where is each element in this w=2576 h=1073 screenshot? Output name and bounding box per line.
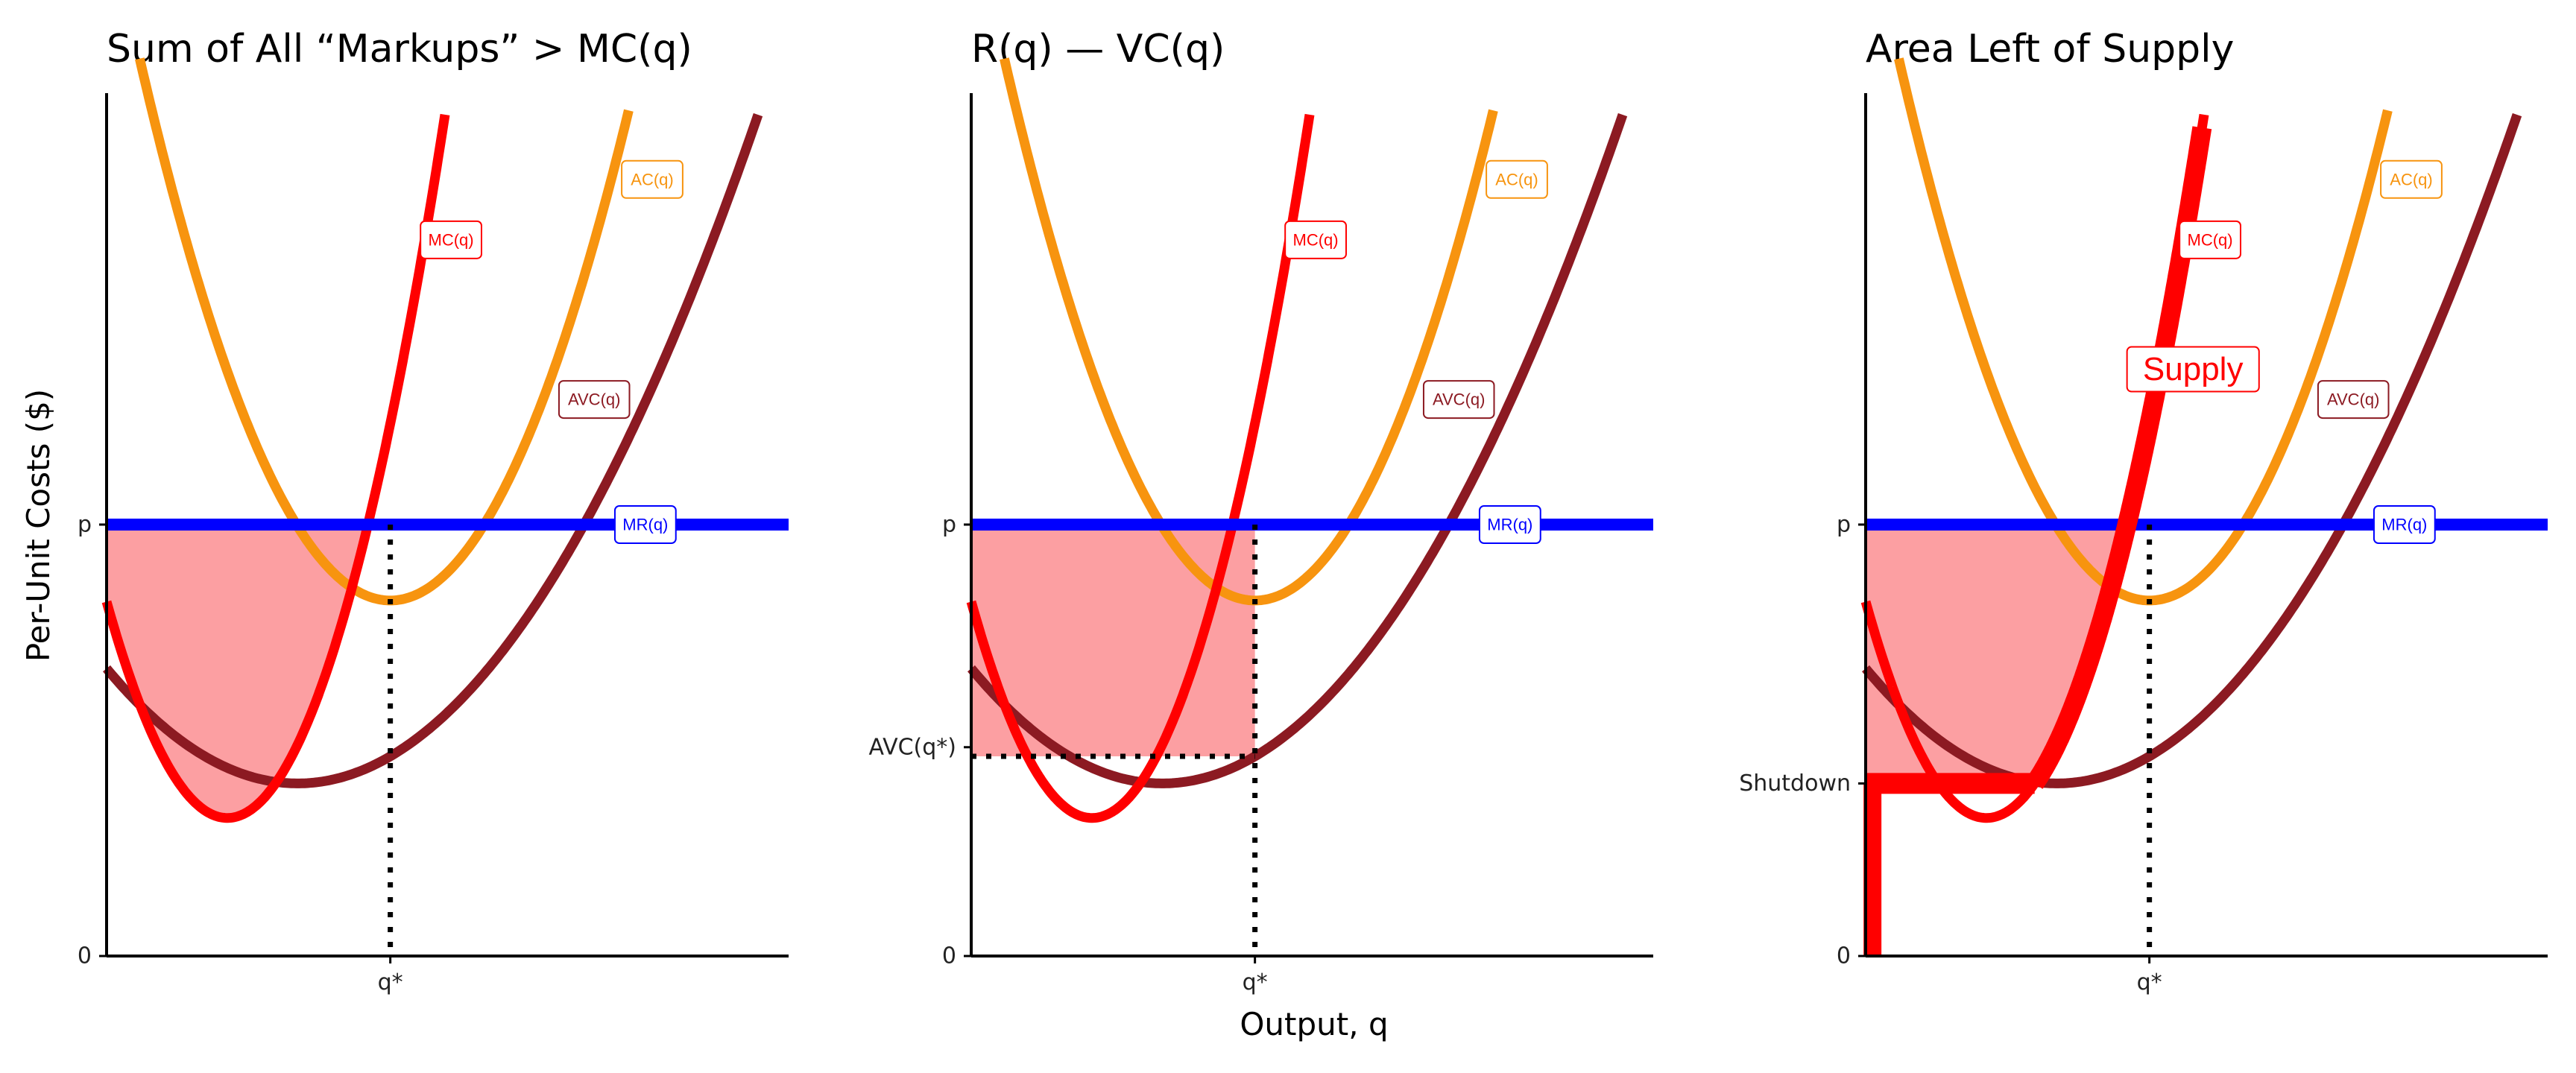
supply-label-box (2126, 346, 2260, 393)
avc-curve (967, 113, 1628, 788)
y-axis-label: Per-Unit Costs ($) (20, 389, 57, 662)
mc-label-text: MC(q) (1293, 230, 1339, 249)
y-tick-label: Shutdown (1739, 770, 1851, 797)
mc-label: MC(q) (1284, 220, 1347, 259)
mr-label-box (1478, 505, 1541, 544)
y-tick-label: 0 (1837, 943, 1851, 969)
mr-label-text: MR(q) (1487, 516, 1532, 534)
ac-label-text: AC(q) (2390, 170, 2432, 189)
ac-curve (1894, 57, 2393, 606)
mc-label-box (2179, 220, 2241, 259)
mc-label: MC(q) (2179, 220, 2241, 259)
supply-label: Supply (2126, 346, 2260, 393)
y-tick-label: 0 (78, 943, 92, 969)
avc-label-box (558, 380, 631, 420)
ac-curve (135, 57, 634, 606)
avc-label-text: AVC(q) (1433, 390, 1486, 409)
mc-label-box (1284, 220, 1347, 259)
x-tick-label: q* (378, 969, 403, 996)
ac-label-text: AC(q) (631, 170, 673, 189)
ac-label-box (621, 159, 684, 199)
mr-label: MR(q) (2373, 505, 2436, 544)
panel-title: Area Left of Supply (1866, 27, 2234, 72)
ac-label-box (1486, 159, 1548, 199)
avc-curve (1862, 113, 2522, 788)
mr-label-box (613, 505, 677, 544)
avc-label-text: AVC(q) (2327, 390, 2380, 409)
avc-curve (103, 113, 763, 788)
supply-curve (2027, 126, 2212, 789)
mc-label-box (420, 220, 482, 259)
y-tick-label: 0 (942, 943, 956, 969)
y-tick-label: AVC(q*) (868, 734, 956, 760)
mr-label: MR(q) (1478, 505, 1541, 544)
ac-label: AC(q) (2380, 159, 2443, 199)
mc-label: MC(q) (420, 220, 482, 259)
x-axis-label: Output, q (1240, 1006, 1388, 1042)
mr-label-text: MR(q) (2381, 516, 2427, 534)
avc-label-box (2317, 380, 2390, 420)
avc-label: AVC(q) (558, 380, 631, 420)
mc-label-text: MC(q) (2188, 230, 2233, 249)
panel-title: Sum of All “Markups” > MC(q) (107, 27, 692, 72)
ac-label-text: AC(q) (1495, 170, 1538, 189)
mc-curve (101, 113, 450, 823)
mc-label-text: MC(q) (429, 230, 474, 249)
ac-label-box (2380, 159, 2443, 199)
avc-label-text: AVC(q) (568, 390, 621, 409)
supply-label-text: Supply (2143, 351, 2244, 387)
mr-label-box (2373, 505, 2436, 544)
avc-label: AVC(q) (2317, 380, 2390, 420)
y-tick-label: p (1837, 512, 1851, 538)
ac-label: AC(q) (1486, 159, 1548, 199)
ac-curve (1000, 57, 1498, 606)
y-tick-label: p (942, 512, 956, 538)
avc-label: AVC(q) (1422, 380, 1495, 420)
panel-markups: Sum of All “Markups” > MC(q) 0 p q* MC(q) AC… (78, 27, 789, 996)
y-tick-label: p (78, 512, 92, 538)
mr-label-text: MR(q) (622, 516, 668, 534)
ac-label: AC(q) (621, 159, 684, 199)
plot-area: 0 p q* MC(q) AC(q) AVC(q) MR(q) (78, 57, 789, 996)
panel-title: R(q) — VC(q) (971, 27, 1225, 72)
mc-curve (966, 113, 1315, 823)
avc-label-box (1422, 380, 1495, 420)
shaded-area (107, 525, 368, 818)
x-tick-label: q* (1243, 969, 1268, 996)
x-tick-label: q* (2137, 969, 2162, 996)
mr-label: MR(q) (613, 505, 677, 544)
